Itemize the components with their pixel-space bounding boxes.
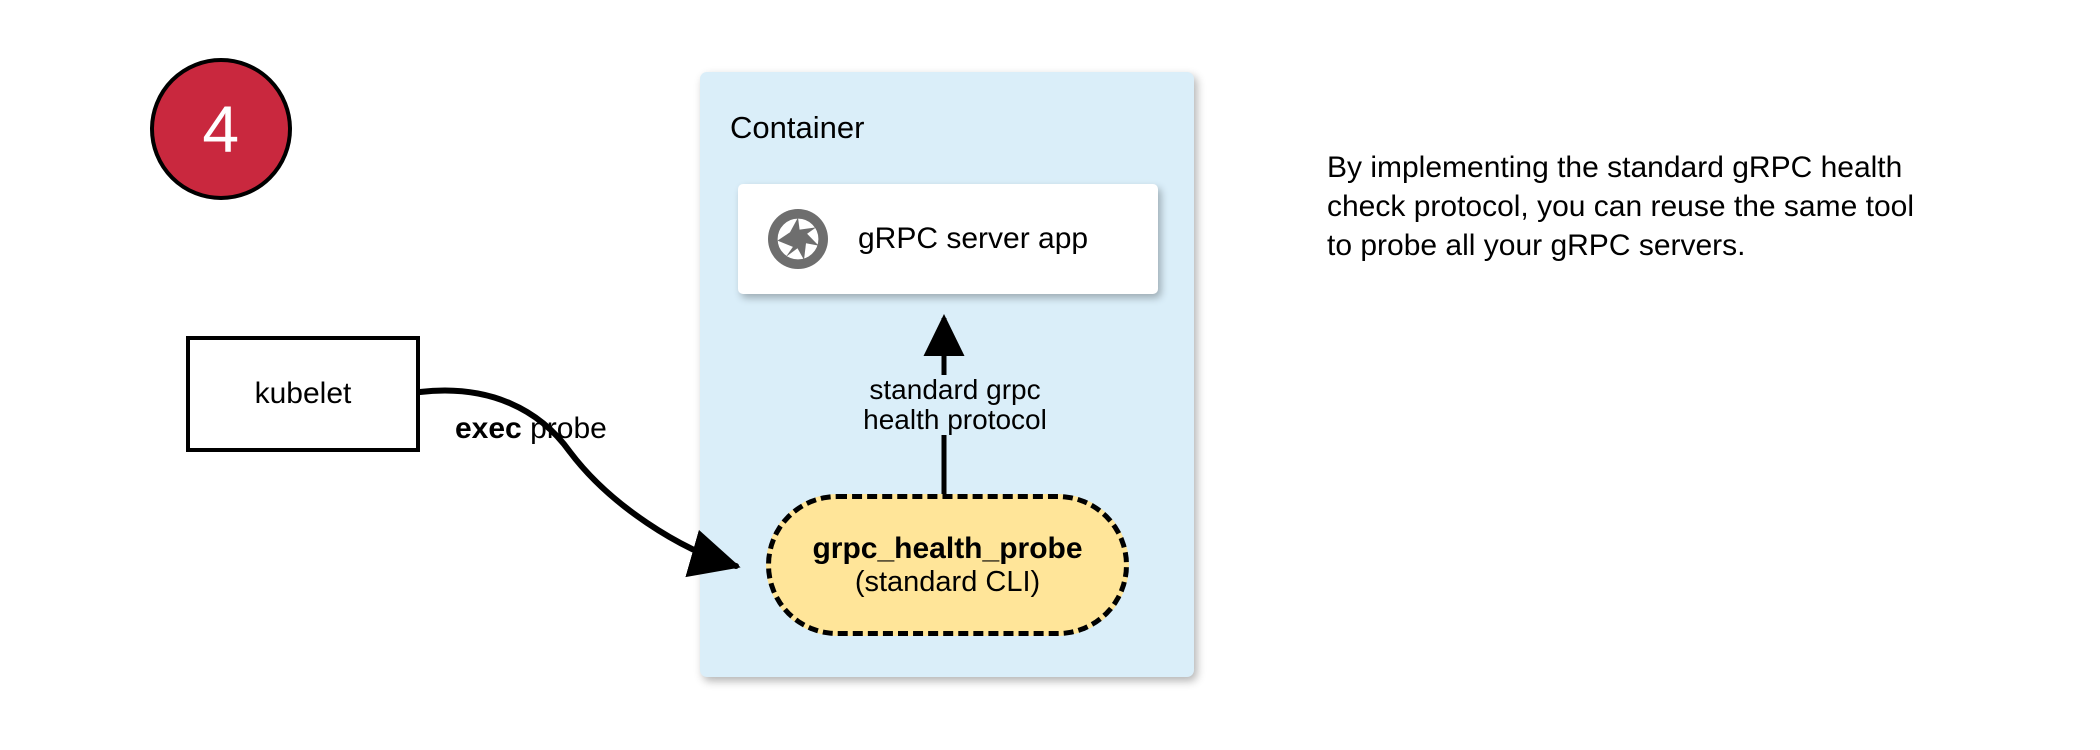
exec-probe-edge-label: exec probe — [455, 412, 607, 446]
grpc-health-probe-title: grpc_health_probe — [812, 531, 1083, 565]
grpc-server-app-label: gRPC server app — [858, 222, 1089, 255]
exec-probe-suffix: probe — [521, 412, 607, 445]
grpc-aperture-icon — [768, 209, 828, 269]
grpc-health-probe-node: grpc_health_probe (standard CLI) — [766, 494, 1129, 636]
grpc-health-probe-subtitle: (standard CLI) — [854, 565, 1041, 598]
step-number-badge: 4 — [150, 58, 292, 200]
kubelet-label: kubelet — [254, 377, 352, 410]
container-title: Container — [730, 110, 865, 145]
kubelet-node: kubelet — [186, 336, 420, 452]
explanation-note: By implementing the standard gRPC health… — [1327, 151, 1914, 262]
health-protocol-edge-label: standard grpc health protocol — [840, 374, 1070, 436]
exec-probe-keyword: exec — [455, 412, 522, 445]
health-protocol-line-1: standard grpc — [840, 374, 1070, 406]
step-number-label: 4 — [202, 92, 240, 166]
grpc-server-app-card: gRPC server app — [738, 184, 1158, 294]
health-protocol-line-2: health protocol — [840, 404, 1070, 436]
